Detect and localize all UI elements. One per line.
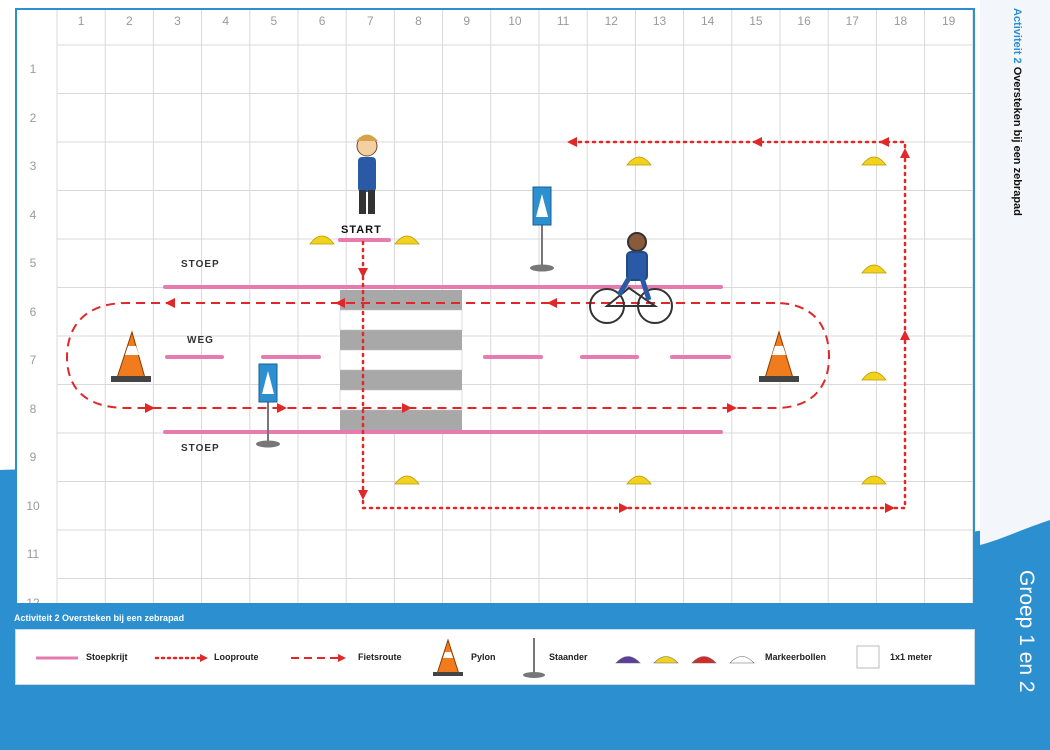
staander-sign-top (530, 186, 554, 272)
legend-looproute: Looproute (214, 652, 259, 662)
column-number: 18 (893, 14, 908, 28)
column-number: 2 (125, 14, 133, 28)
column-number: 16 (797, 14, 811, 28)
cyclist-figure (589, 232, 673, 324)
row-number: 3 (29, 159, 37, 174)
row-number: 4 (29, 207, 37, 222)
markeerbollen (309, 156, 887, 485)
groep-label: Groep 1 en 2 (1006, 570, 1046, 730)
column-number: 5 (270, 14, 278, 28)
pylon-left (111, 330, 151, 382)
legend-staander-swatch (523, 638, 545, 678)
column-number: 6 (318, 14, 326, 28)
legend-meter: 1x1 meter (890, 652, 933, 662)
legend: Stoepkrijt Looproute Fietsroute Pylon St… (15, 629, 975, 685)
row-number: 6 (29, 304, 37, 319)
column-number: 4 (222, 14, 230, 28)
column-number: 9 (463, 14, 471, 28)
column-number: 7 (366, 14, 374, 28)
grid-diagram (56, 10, 973, 603)
stoepkrijt-lines (163, 238, 731, 434)
looproute-arrows (358, 137, 910, 513)
boy-figure (356, 134, 378, 214)
legend-markeerbollen: Markeerbollen (765, 652, 827, 662)
column-number: 11 (556, 14, 570, 28)
column-number: 1 (77, 14, 85, 28)
grid-lines (56, 10, 973, 603)
column-number: 17 (845, 14, 859, 28)
pylon-right (759, 330, 799, 382)
legend-symbols (36, 638, 880, 678)
row-number: 8 (29, 401, 37, 416)
start-label: START (341, 224, 382, 236)
row-number: 12 (26, 595, 40, 605)
side-title-rest: Oversteken bij een zebrapad (1011, 66, 1023, 216)
fietsroute (65, 302, 831, 409)
column-number: 19 (942, 14, 956, 28)
fietsroute-arrows (145, 298, 737, 413)
row-number: 2 (29, 110, 37, 125)
zebra-crossing (339, 290, 463, 430)
row-number: 5 (29, 256, 37, 271)
column-number: 13 (652, 14, 667, 28)
column-number: 15 (749, 14, 763, 28)
stoep-top-label: STOEP (181, 259, 220, 270)
row-number: 1 (29, 62, 37, 77)
column-number: 8 (415, 14, 422, 28)
legend-stoepkrijt: Stoepkrijt (86, 652, 128, 662)
column-number: 10 (508, 14, 522, 28)
staander-sign-bottom (256, 363, 280, 448)
looproute (361, 140, 907, 510)
legend-staander: Staander (549, 652, 588, 662)
column-number: 3 (174, 14, 181, 28)
legend-markeerbollen-swatches (615, 656, 755, 664)
legend-meter-swatch (856, 645, 880, 669)
row-number: 10 (26, 498, 40, 513)
legend-pylon-swatch (433, 638, 463, 676)
stoep-bottom-label: STOEP (181, 443, 220, 454)
column-number: 14 (701, 14, 715, 28)
groep-label-text: Groep 1 en 2 (1015, 570, 1038, 693)
side-title: Activiteit 2 Oversteken bij een zebrapad (1008, 8, 1038, 338)
row-number: 11 (26, 547, 40, 562)
row-number: 7 (29, 353, 37, 368)
weg-label: WEG (187, 335, 214, 346)
column-number: 12 (604, 14, 618, 28)
side-title-prefix: Activiteit 2 (1011, 8, 1023, 64)
legend-fietsroute: Fietsroute (358, 652, 402, 662)
row-number: 9 (29, 450, 37, 465)
caption: Activiteit 2 Oversteken bij een zebrapad (14, 613, 185, 623)
legend-pylon: Pylon (471, 652, 496, 662)
